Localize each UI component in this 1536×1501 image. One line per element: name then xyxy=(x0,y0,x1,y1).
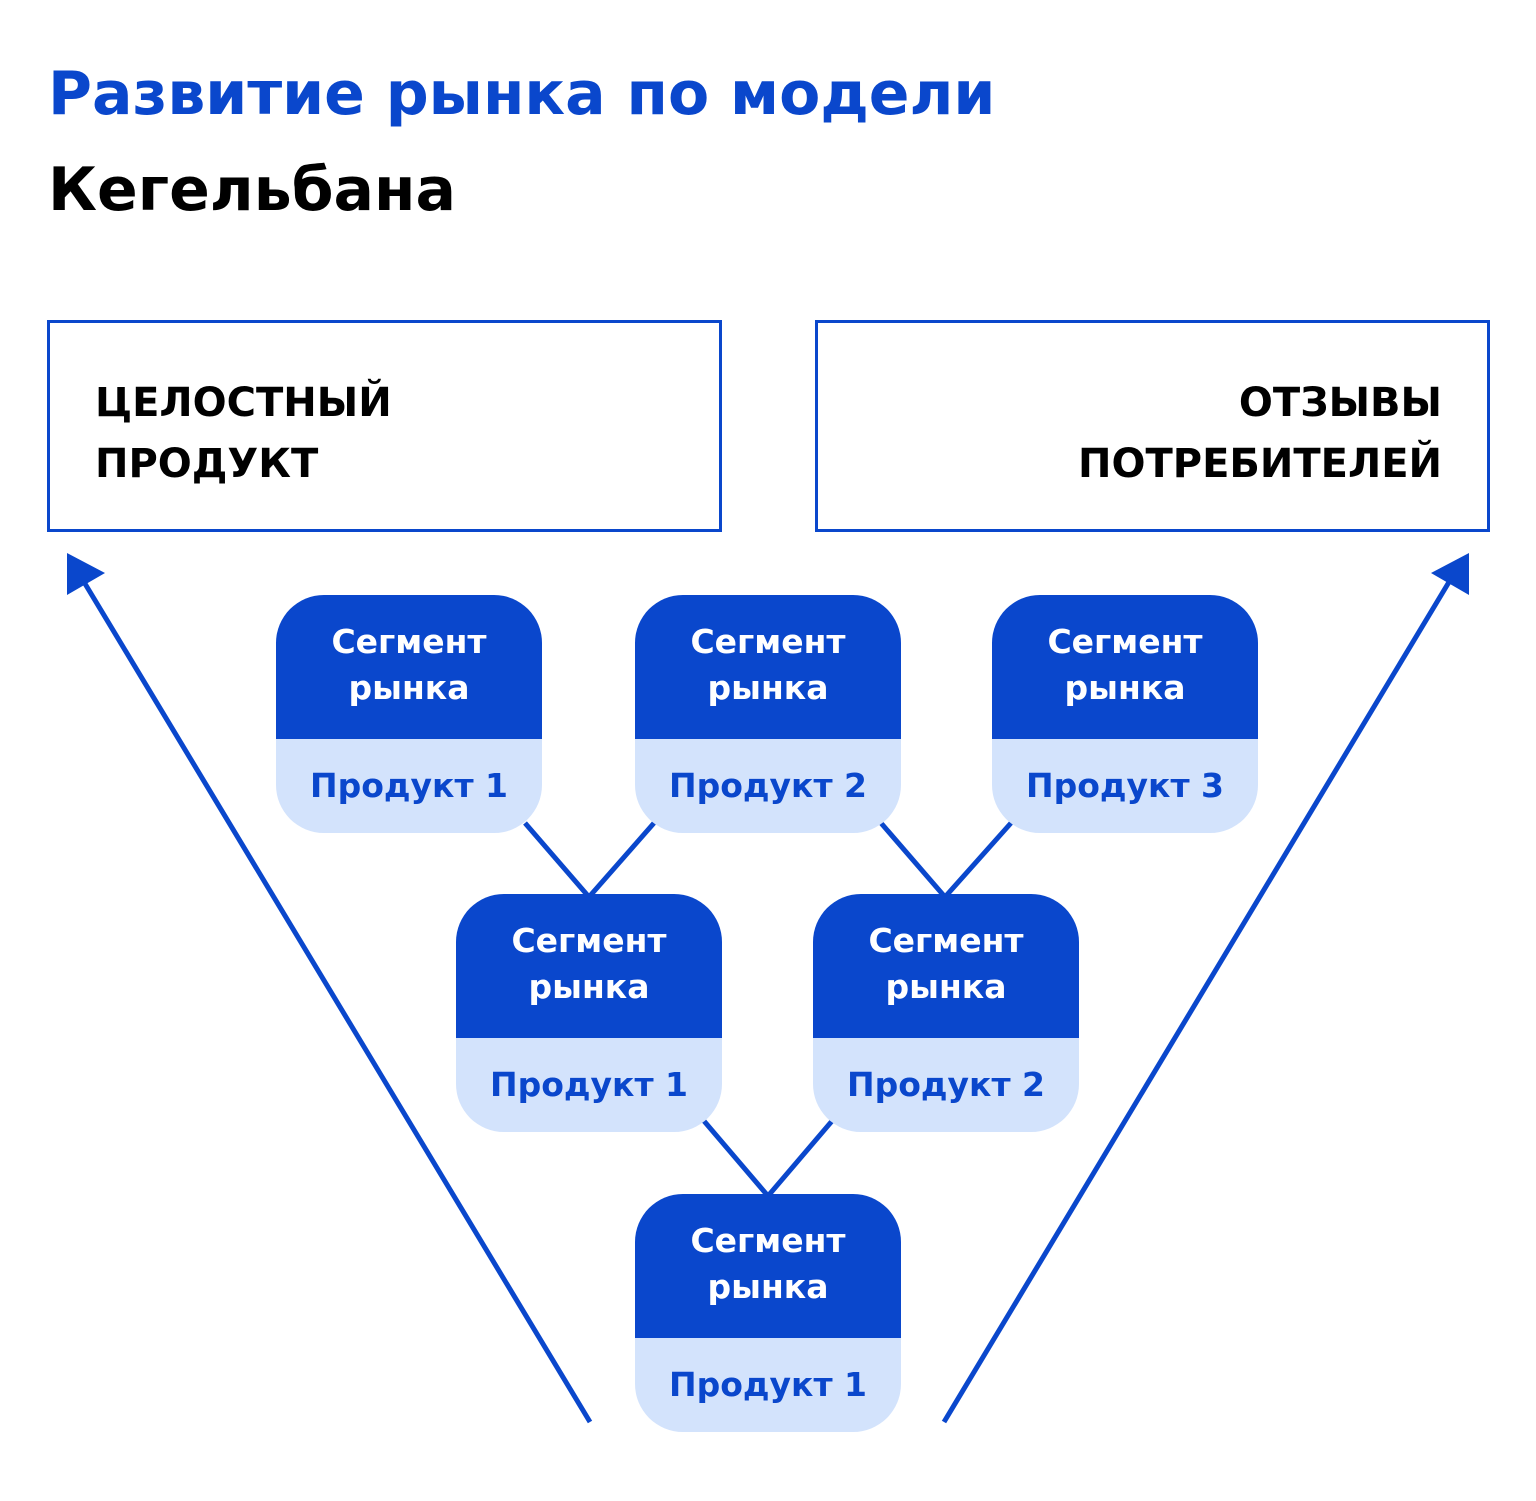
product-label: Продукт 1 xyxy=(456,1038,722,1132)
segment-node-row3-1: Сегмент рынка Продукт 1 xyxy=(635,1194,901,1432)
segment-label-line-1: Сегмент xyxy=(1047,622,1203,661)
customer-feedback-label-line-1: ОТЗЫВЫ xyxy=(1238,380,1442,426)
whole-product-label-line-2: ПРОДУКТ xyxy=(95,441,319,487)
segment-node-row2-1: Сегмент рынка Продукт 1 xyxy=(456,894,722,1132)
right-arrow-head xyxy=(1431,553,1469,595)
connector-row2-node2-to-row3-node1 xyxy=(766,1119,834,1198)
segment-label-line-2: рынка xyxy=(528,967,650,1006)
whole-product-label-line-1: ЦЕЛОСТНЫЙ xyxy=(95,380,392,426)
title-line-1: Развитие рынка по модели xyxy=(48,59,996,129)
segment-node-row1-1: Сегмент рынка Продукт 1 xyxy=(276,595,542,833)
connector-row1-node2-to-row2-node2 xyxy=(879,821,947,899)
segment-label: Сегмент рынка xyxy=(635,595,901,739)
product-label: Продукт 3 xyxy=(992,739,1258,833)
segment-label-line-2: рынка xyxy=(707,668,829,707)
segment-node-row1-2: Сегмент рынка Продукт 2 xyxy=(635,595,901,833)
segment-label: Сегмент рынка xyxy=(992,595,1258,739)
segment-label-line-1: Сегмент xyxy=(331,622,487,661)
segment-label-line-1: Сегмент xyxy=(690,622,846,661)
connector-row2-node1-to-row3-node1 xyxy=(702,1119,770,1198)
title-line-2: Кегельбана xyxy=(48,155,456,225)
product-label: Продукт 2 xyxy=(813,1038,1079,1132)
segment-label-line-2: рынка xyxy=(1064,668,1186,707)
segment-label-line-1: Сегмент xyxy=(868,921,1024,960)
segment-node-row1-3: Сегмент рынка Продукт 3 xyxy=(992,595,1258,833)
segment-label: Сегмент рынка xyxy=(813,894,1079,1038)
left-arrow-shaft xyxy=(81,580,593,1424)
connector-row1-node1-to-row2-node1 xyxy=(523,821,591,899)
whole-product-box: ЦЕЛОСТНЫЙ ПРОДУКТ xyxy=(47,320,722,532)
segment-node-row2-2: Сегмент рынка Продукт 2 xyxy=(813,894,1079,1132)
segment-label: Сегмент рынка xyxy=(456,894,722,1038)
product-label: Продукт 1 xyxy=(276,739,542,833)
left-arrow-head xyxy=(67,553,105,595)
product-label: Продукт 2 xyxy=(635,739,901,833)
customer-feedback-label-line-2: ПОТРЕБИТЕЛЕЙ xyxy=(1077,441,1442,487)
segment-label-line-2: рынка xyxy=(348,668,470,707)
segment-label-line-2: рынка xyxy=(885,967,1007,1006)
segment-label: Сегмент рынка xyxy=(635,1194,901,1338)
segment-label-line-2: рынка xyxy=(707,1267,829,1306)
connector-row1-node2-to-row2-node1 xyxy=(587,821,656,899)
customer-feedback-label: ОТЗЫВЫ ПОТРЕБИТЕЛЕЙ xyxy=(1078,373,1442,495)
connector-row1-node3-to-row2-node2 xyxy=(943,821,1013,899)
customer-feedback-box: ОТЗЫВЫ ПОТРЕБИТЕЛЕЙ xyxy=(815,320,1490,532)
whole-product-label: ЦЕЛОСТНЫЙ ПРОДУКТ xyxy=(95,373,392,495)
right-arrow-shaft xyxy=(941,580,1452,1424)
segment-label-line-1: Сегмент xyxy=(511,921,667,960)
segment-label-line-1: Сегмент xyxy=(690,1221,846,1260)
product-label: Продукт 1 xyxy=(635,1338,901,1432)
segment-label: Сегмент рынка xyxy=(276,595,542,739)
